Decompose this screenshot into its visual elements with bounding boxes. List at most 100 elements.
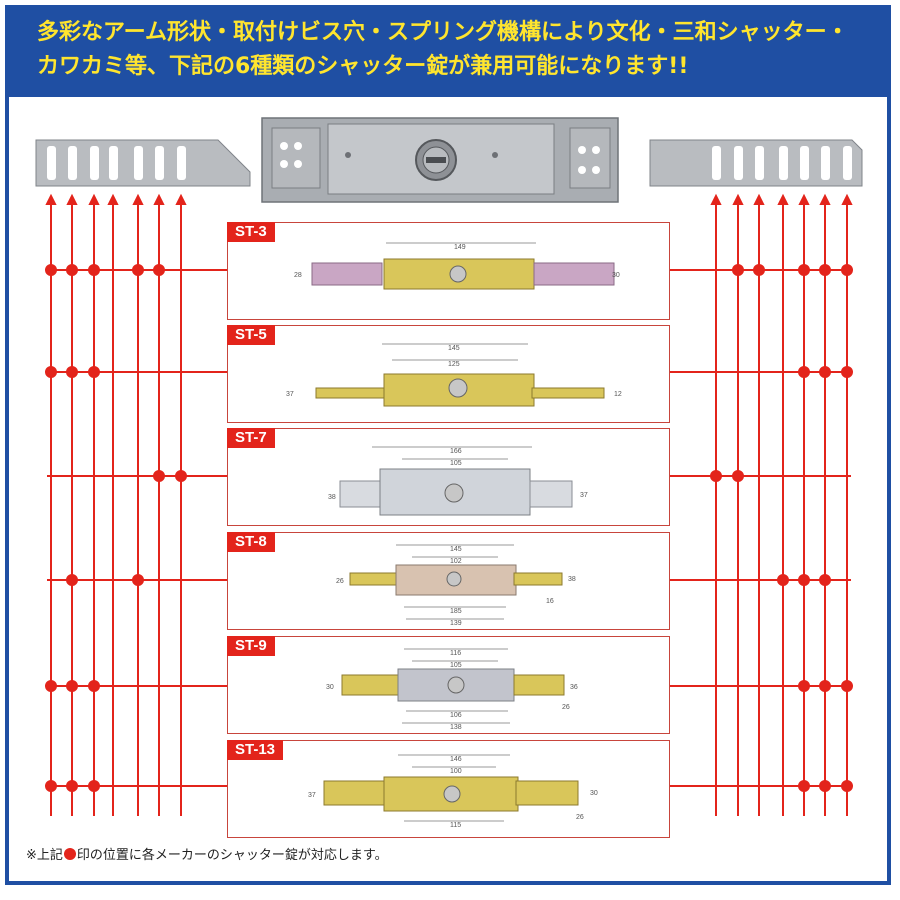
arrow-head-icon [132, 193, 144, 205]
position-dot [841, 264, 853, 276]
svg-text:105: 105 [450, 662, 462, 669]
position-dot [45, 264, 57, 276]
position-dot [819, 366, 831, 378]
arrow-head-icon [777, 193, 789, 205]
model-card-st-13: ST-13 146 100 115 37 30 26 [227, 740, 670, 838]
svg-text:166: 166 [450, 448, 462, 455]
position-dot [45, 780, 57, 792]
position-dot [153, 470, 165, 482]
universal-lock-illustration [35, 117, 863, 203]
svg-text:149: 149 [454, 244, 466, 251]
model-label: ST-3 [227, 222, 275, 242]
position-dot [132, 264, 144, 276]
svg-text:26: 26 [576, 814, 584, 821]
svg-text:185: 185 [450, 608, 462, 615]
arrow-head-icon [753, 193, 765, 205]
position-dot [66, 780, 78, 792]
arrow-head-icon [153, 193, 165, 205]
position-dot [798, 680, 810, 692]
svg-text:139: 139 [450, 620, 462, 627]
position-dot [45, 366, 57, 378]
model-card-st-8: ST-8 145 102 185 139 26 38 16 [227, 532, 670, 630]
position-dot [710, 470, 722, 482]
model-label: ST-7 [227, 428, 275, 448]
svg-text:105: 105 [450, 460, 462, 467]
arrow-head-icon [798, 193, 810, 205]
svg-text:16: 16 [546, 598, 554, 605]
svg-text:30: 30 [590, 790, 598, 797]
svg-text:100: 100 [450, 768, 462, 775]
position-dot [819, 680, 831, 692]
position-dot [798, 780, 810, 792]
svg-text:37: 37 [308, 792, 316, 799]
position-dot [819, 264, 831, 276]
position-dot [732, 264, 744, 276]
svg-text:106: 106 [450, 712, 462, 719]
svg-text:38: 38 [568, 576, 576, 583]
position-dot [66, 264, 78, 276]
svg-text:116: 116 [450, 650, 461, 657]
footnote-text: 印の位置に各メーカーのシャッター錠が対応します。 [76, 848, 388, 863]
arrow-head-icon [710, 193, 722, 205]
position-dot [753, 264, 765, 276]
position-dot [841, 780, 853, 792]
model-label: ST-13 [227, 740, 284, 760]
svg-text:37: 37 [286, 391, 294, 398]
svg-text:145: 145 [450, 546, 462, 553]
position-dot [153, 264, 165, 276]
position-dot [175, 470, 187, 482]
position-dot [732, 470, 744, 482]
model-card-st-5: ST-5 145 125 37 12 [227, 325, 670, 423]
svg-text:138: 138 [450, 724, 462, 731]
position-dot [841, 680, 853, 692]
arrow-head-icon [175, 193, 187, 205]
footnote: ※上記印の位置に各メーカーのシャッター錠が対応します。 [26, 844, 388, 863]
position-dot [88, 366, 100, 378]
model-card-st-9: ST-9 116 105 106 138 30 36 26 [227, 636, 670, 734]
header-line-2: カワカミ等、下記の6種類のシャッター錠が兼用可能になります!! [37, 54, 689, 79]
position-dot [798, 366, 810, 378]
position-dot [798, 264, 810, 276]
arrow-head-icon [819, 193, 831, 205]
svg-text:38: 38 [328, 494, 336, 501]
position-dot [88, 680, 100, 692]
arrow-head-icon [107, 193, 119, 205]
svg-text:146: 146 [450, 756, 462, 763]
position-dot [66, 574, 78, 586]
position-dot [819, 780, 831, 792]
svg-text:26: 26 [562, 704, 570, 711]
footnote-prefix: ※上記 [26, 848, 63, 863]
svg-text:26: 26 [336, 578, 344, 585]
lock-diagram-st-5: 145 125 37 12 [286, 343, 622, 407]
arrow-head-icon [732, 193, 744, 205]
arrow-head-icon [45, 193, 57, 205]
model-label: ST-9 [227, 636, 275, 656]
position-dot [819, 574, 831, 586]
position-dot [798, 574, 810, 586]
lock-diagram-st-13: 146 100 115 37 30 26 [308, 754, 598, 829]
position-dot [841, 366, 853, 378]
lock-diagram-st-9: 116 105 106 138 30 36 26 [326, 648, 578, 731]
svg-text:30: 30 [326, 684, 334, 691]
svg-text:115: 115 [450, 822, 461, 829]
model-card-st-3: ST-3 149 28 30 [227, 222, 670, 320]
arrow-head-icon [66, 193, 78, 205]
header-line-1: 多彩なアーム形状・取付けビス穴・スプリング機構により文化・三和シャッター・ [37, 20, 849, 45]
position-dot [88, 264, 100, 276]
arrow-head-icon [841, 193, 853, 205]
header-banner: 多彩なアーム形状・取付けビス穴・スプリング機構により文化・三和シャッター・ カワ… [9, 9, 887, 97]
position-dot [132, 574, 144, 586]
arrow-head-icon [88, 193, 100, 205]
svg-text:102: 102 [450, 558, 462, 565]
lock-diagram-st-8: 145 102 185 139 26 38 16 [336, 544, 576, 627]
svg-text:145: 145 [448, 345, 460, 352]
model-card-st-7: ST-7 166 105 38 37 [227, 428, 670, 526]
svg-text:125: 125 [448, 361, 460, 368]
position-dot [88, 780, 100, 792]
lock-diagram-st-7: 166 105 38 37 [328, 446, 588, 516]
svg-text:36: 36 [570, 684, 578, 691]
lock-diagram-st-3: 149 28 30 [294, 242, 620, 290]
svg-text:28: 28 [294, 272, 302, 279]
position-dot [45, 680, 57, 692]
